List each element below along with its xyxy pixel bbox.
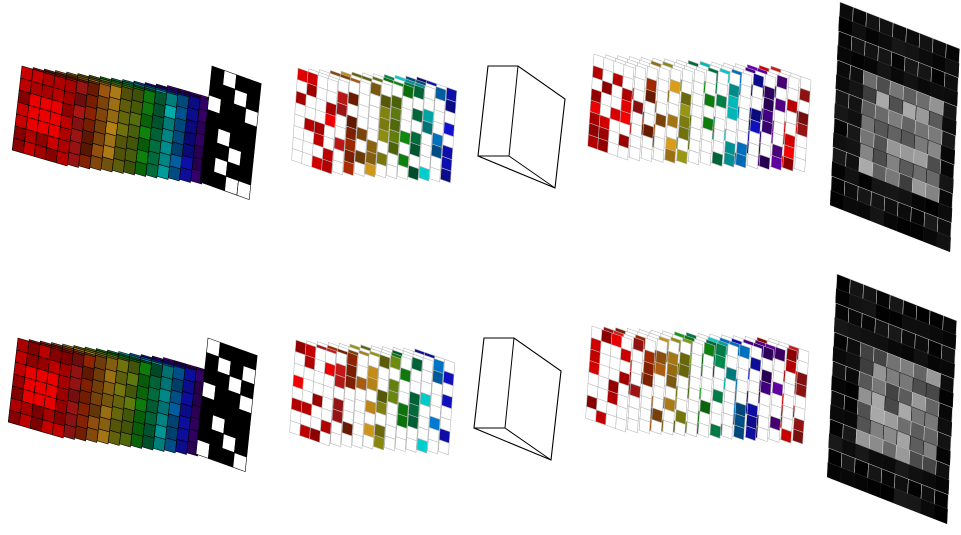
mask-cell-off [232, 452, 248, 473]
sparse-cell-empty [405, 436, 418, 453]
sparse-stack [291, 67, 458, 184]
sparse-stack [289, 339, 456, 456]
channel-layer [7, 337, 74, 439]
cube-outline [473, 337, 562, 461]
sparse-cell-empty [394, 436, 407, 453]
sparse-layer [289, 339, 337, 447]
feature-stack [7, 337, 219, 458]
cube-outline [477, 65, 566, 189]
sparse-cell-empty [340, 432, 353, 449]
grayscale-cell [936, 231, 951, 253]
sparse-cell-empty [794, 156, 806, 173]
sparse-cell-empty [375, 162, 387, 179]
sparse-cell-empty [615, 416, 627, 433]
sparse-cell-empty [617, 144, 629, 161]
binary-mask [195, 337, 258, 473]
binary-mask [199, 65, 262, 201]
sparse-cell-active [373, 434, 385, 451]
sparse-cell-empty [332, 159, 344, 176]
sparse-layer [585, 325, 633, 433]
mask-cell-off [236, 180, 252, 201]
channel-cell [55, 150, 69, 167]
row-bottom [7, 273, 957, 525]
sparse-cell-empty [627, 417, 639, 434]
sparse-cell-active [735, 152, 747, 169]
sparse-cell-empty [351, 432, 364, 449]
sparse-cell-active [780, 427, 792, 444]
sparse-cell-empty [429, 166, 441, 183]
sparse-cell-active [782, 155, 794, 172]
sparse-cell-active [342, 160, 355, 177]
sparse-cell-empty [721, 423, 733, 440]
channel-cell [51, 422, 65, 439]
sparse-cell-active [664, 147, 676, 164]
sparse-stack-wide [587, 53, 812, 173]
sparse-cell-empty [674, 420, 686, 437]
sparse-cell-active [321, 158, 333, 175]
sparse-cell-active [723, 151, 735, 168]
sparse-cell-empty [650, 418, 663, 435]
sparse-cell-empty [438, 439, 450, 456]
sparse-cell-active [440, 167, 452, 184]
sparse-cell-active [676, 148, 688, 165]
sparse-cell-active [758, 154, 771, 171]
sparse-cell-empty [396, 164, 409, 181]
sparse-cell-active [733, 424, 745, 441]
sparse-cell-empty [319, 430, 331, 447]
projection-cube [473, 337, 562, 461]
sparse-cell-active [364, 161, 376, 178]
sparse-cell-empty [330, 431, 342, 448]
projection-cube [477, 65, 566, 189]
channel-layer [11, 65, 78, 167]
sparse-cell-empty [427, 438, 439, 455]
cube-edge [504, 337, 515, 429]
sparse-cell-empty [688, 149, 700, 166]
sparse-layer [291, 67, 339, 175]
sparse-cell-empty [697, 422, 710, 439]
sparse-cell-active [792, 428, 804, 445]
sparse-cell-empty [747, 153, 759, 170]
sparse-cell-active [416, 437, 428, 454]
sparse-cell-active [407, 164, 420, 181]
sparse-cell-empty [652, 146, 665, 163]
sparse-cell-empty [686, 421, 698, 438]
cube-edge [504, 427, 552, 461]
sparse-cell-empty [384, 435, 396, 452]
sparse-cell-empty [699, 150, 712, 167]
sparse-cell-empty [768, 426, 781, 443]
row-top [11, 1, 960, 253]
sparse-cell-empty [629, 145, 641, 162]
sparse-cell-active [770, 154, 783, 171]
sparse-cell-active [418, 165, 430, 182]
cube-edge [508, 65, 519, 157]
sparse-stack-wide [585, 325, 810, 445]
sparse-cell-active [711, 150, 724, 167]
sparse-cell-active [745, 425, 757, 442]
sparse-cell-empty [638, 418, 651, 435]
sparse-cell-empty [362, 433, 374, 450]
output-grayscale-map [826, 273, 957, 525]
grayscale-cell [933, 503, 948, 525]
sparse-layer [587, 53, 635, 161]
sparse-cell-active [709, 422, 722, 439]
sparse-cell-empty [640, 146, 653, 163]
sparse-cell-empty [756, 426, 769, 443]
feature-stack [11, 65, 223, 186]
sparse-cell-empty [386, 163, 398, 180]
output-grayscale-map [829, 1, 960, 253]
sparse-cell-empty [353, 160, 366, 177]
cube-edge [508, 155, 556, 189]
sparse-cell-empty [662, 419, 674, 436]
